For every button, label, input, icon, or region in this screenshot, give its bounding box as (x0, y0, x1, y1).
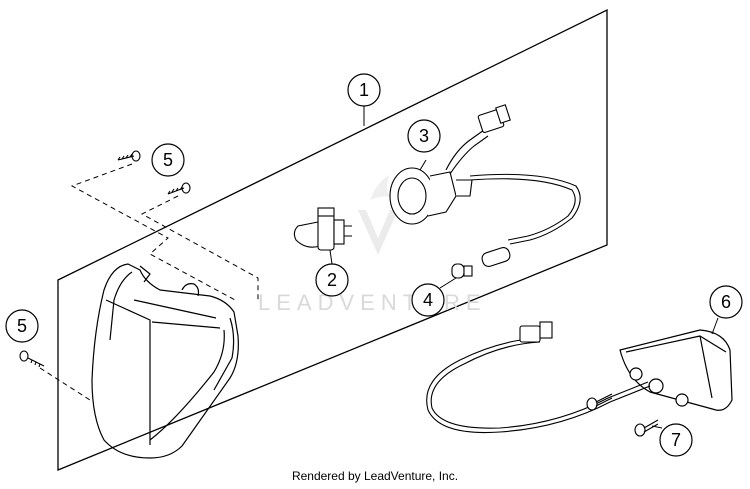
callout-4: 4 (411, 283, 445, 317)
footer-credit: Rendered by LeadVenture, Inc. (291, 469, 459, 483)
callout-5-left: 5 (5, 309, 39, 343)
callout-7: 7 (659, 423, 693, 457)
svg-text:3: 3 (419, 126, 429, 146)
parking-bulb (451, 263, 473, 279)
headlight-mask (91, 263, 239, 459)
svg-text:2: 2 (327, 270, 337, 290)
tail-light (619, 329, 733, 411)
svg-text:1: 1 (359, 80, 369, 100)
callout-5-upper: 5 (151, 143, 185, 177)
bulb-socket (389, 167, 473, 225)
screw-leader-lines (39, 163, 259, 401)
svg-text:4: 4 (423, 290, 433, 310)
callout-1: 1 (347, 73, 381, 107)
svg-text:6: 6 (721, 292, 731, 312)
callout-2: 2 (315, 263, 349, 297)
connector-plug (477, 104, 511, 133)
watermark-logo (358, 175, 398, 255)
callout-6: 6 (709, 285, 743, 319)
parking-bulb-socket (481, 247, 511, 267)
bolt-icon (586, 393, 659, 437)
svg-text:5: 5 (17, 316, 27, 336)
tail-light-cable (426, 337, 651, 434)
callout-3: 3 (407, 119, 441, 153)
screw-icon (19, 350, 45, 368)
socket-cable (445, 129, 581, 245)
watermark-text: LEADVENTURE (258, 290, 487, 315)
leader-line (419, 159, 427, 171)
svg-text:5: 5 (163, 150, 173, 170)
svg-text:7: 7 (671, 430, 681, 450)
connector-plug (519, 321, 553, 343)
leader-line (439, 277, 457, 289)
headlight-bulb (293, 207, 352, 251)
leader-line (711, 317, 719, 335)
screw-icon (117, 150, 191, 195)
assembly-frame (57, 8, 608, 471)
leader-line (329, 249, 333, 265)
leader-line (651, 425, 663, 429)
